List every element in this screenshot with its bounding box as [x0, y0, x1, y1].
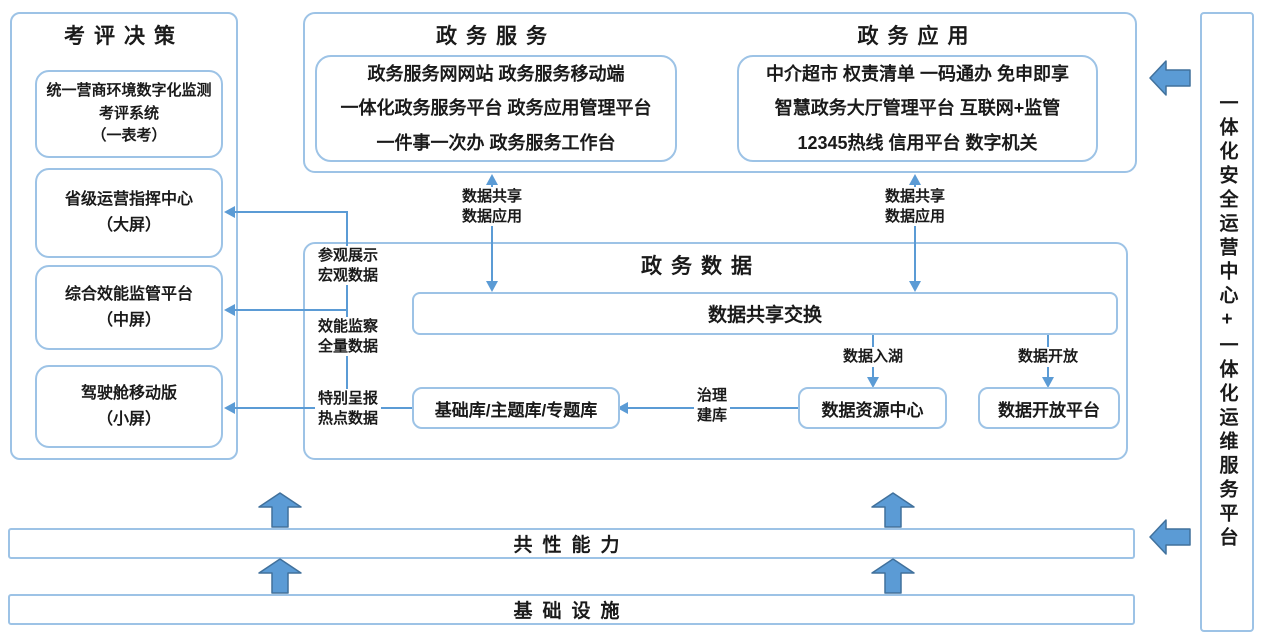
up-block-arrow-icon — [258, 558, 302, 594]
data-lake-label: 数据入湖 — [839, 347, 907, 367]
data-flow-label-left-line1: 数据共享 — [461, 188, 523, 205]
gov-application-items-line1: 中介超市 权责清单 一码通办 免申即享 — [765, 64, 1069, 85]
arrowhead-left-icon — [224, 304, 235, 316]
efficiency-platform-line1: 综合效能监管平台 — [64, 285, 193, 303]
evaluation-panel-title: 考评决策 — [64, 25, 184, 48]
arrowhead-down-icon — [909, 281, 921, 292]
common-capability-bar: 共性能力 — [8, 528, 1135, 559]
exhibit-data-line2: 宏观数据 — [317, 266, 379, 284]
data-open-label: 数据开放 — [1014, 347, 1082, 367]
data-flow-label-right: 数据共享 数据应用 — [881, 187, 949, 226]
efficiency-platform-line2: （中屏） — [96, 311, 161, 329]
connector-line-2 — [232, 309, 348, 311]
security-ops-bar: 一体化安全运营中心+一体化运维服务平台 — [1200, 12, 1254, 632]
gov-service-items-line3: 一件事一次办 政务服务工作台 — [376, 132, 616, 153]
exhibit-data-label: 参观展示 宏观数据 — [314, 246, 382, 285]
province-command-center-line2: （大屏） — [96, 217, 161, 234]
data-flow-label-right-line2: 数据应用 — [884, 207, 946, 225]
cockpit-mobile-line2: （小屏） — [96, 410, 161, 428]
monitor-system-line1: 统一营商环境数字化监测 — [46, 82, 212, 100]
efficiency-platform-box: 综合效能监管平台 （中屏） — [35, 265, 223, 350]
gov-application-items-line3: 12345热线 信用平台 数字机关 — [797, 132, 1038, 153]
base-library-label: 基础库/主题库/专题库 — [434, 400, 598, 420]
gov-data-title: 政务数据 — [641, 255, 761, 278]
gov-application-title: 政务应用 — [857, 25, 978, 48]
data-resource-center-label: 数据资源中心 — [821, 400, 924, 420]
data-exchange-box: 数据共享交换 — [412, 292, 1118, 335]
data-flow-label-right-line1: 数据共享 — [884, 188, 946, 205]
supervise-data-label: 效能监察 全量数据 — [314, 317, 382, 356]
connector-line-1 — [232, 211, 348, 213]
data-flow-label-left-line2: 数据应用 — [461, 207, 523, 225]
govern-build-label: 治理 建库 — [693, 386, 731, 425]
report-data-label: 特别呈报 热点数据 — [314, 389, 382, 428]
monitor-system-line3: （一表考） — [91, 127, 167, 145]
monitor-system-line2: 考评系统 — [98, 104, 159, 122]
common-capability-label: 共性能力 — [513, 535, 630, 556]
gov-service-items-line2: 一体化政务服务平台 政务应用管理平台 — [340, 98, 652, 119]
report-data-line2: 热点数据 — [317, 409, 379, 427]
report-data-line1: 特别呈报 — [317, 390, 379, 407]
arrowhead-up-icon — [486, 174, 498, 185]
infrastructure-bar: 基础设施 — [8, 594, 1135, 625]
arrowhead-left-icon — [224, 206, 235, 218]
data-open-platform-label: 数据开放平台 — [998, 400, 1100, 420]
gov-service-items-line1: 政务服务网网站 政务服务移动端 — [367, 64, 625, 85]
province-command-center-box: 省级运营指挥中心 （大屏） — [35, 168, 223, 258]
gov-application-items-line2: 智慧政务大厅管理平台 互联网+监管 — [774, 98, 1061, 119]
left-block-arrow-icon — [1149, 60, 1191, 96]
up-block-arrow-icon — [258, 492, 302, 528]
govern-build-line2: 建库 — [696, 406, 728, 424]
infrastructure-label: 基础设施 — [513, 601, 630, 622]
data-exchange-label: 数据共享交换 — [707, 305, 822, 326]
govern-build-line1: 治理 — [696, 387, 728, 404]
gov-service-title: 政务服务 — [436, 25, 556, 48]
data-open-platform-box: 数据开放平台 — [978, 387, 1120, 429]
arrowhead-up-icon — [909, 174, 921, 185]
arrowhead-down-icon — [486, 281, 498, 292]
left-block-arrow-icon — [1149, 519, 1191, 555]
supervise-data-line2: 全量数据 — [317, 337, 379, 355]
data-open-text: 数据开放 — [1017, 348, 1079, 365]
cockpit-mobile-box: 驾驶舱移动版 （小屏） — [35, 365, 223, 448]
data-flow-line-left — [491, 184, 493, 283]
gov-service-items-box: 政务服务网网站 政务服务移动端 一体化政务服务平台 政务应用管理平台 一件事一次… — [315, 55, 677, 162]
arrowhead-left-icon — [224, 402, 235, 414]
arrowhead-down-icon — [867, 377, 879, 388]
data-resource-center-box: 数据资源中心 — [798, 387, 947, 429]
up-block-arrow-icon — [871, 492, 915, 528]
monitor-system-box: 统一营商环境数字化监测 考评系统 （一表考） — [35, 70, 223, 158]
gov-application-items-box: 中介超市 权责清单 一码通办 免申即享 智慧政务大厅管理平台 互联网+监管 12… — [737, 55, 1098, 162]
data-flow-label-left: 数据共享 数据应用 — [458, 187, 526, 226]
data-lake-text: 数据入湖 — [842, 348, 904, 365]
supervise-data-line1: 效能监察 — [317, 318, 379, 335]
exhibit-data-line1: 参观展示 — [317, 247, 379, 264]
security-ops-bar-text: 一体化安全运营中心+一体化运维服务平台 — [1216, 93, 1238, 551]
data-flow-line-right — [914, 184, 916, 283]
base-library-box: 基础库/主题库/专题库 — [412, 387, 620, 429]
up-block-arrow-icon — [871, 558, 915, 594]
cockpit-mobile-line1: 驾驶舱移动版 — [80, 384, 177, 402]
arrowhead-left-icon — [617, 402, 628, 414]
province-command-center-line1: 省级运营指挥中心 — [64, 191, 193, 209]
arrowhead-down-icon — [1042, 377, 1054, 388]
